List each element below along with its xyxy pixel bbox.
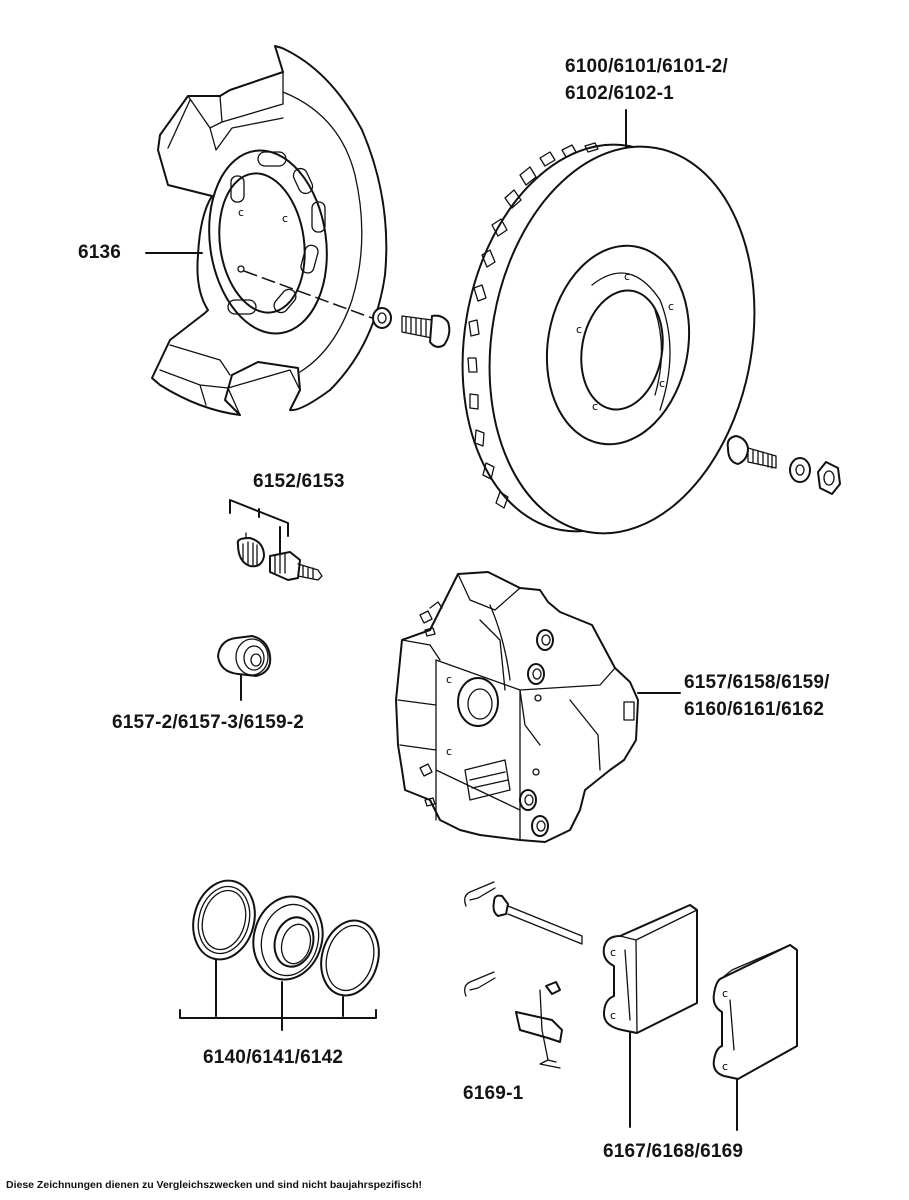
label-pad-retaining-spring: 6169-1 <box>463 1083 524 1104</box>
label-brake-caliper-line2: 6160/6161/6162 <box>684 699 825 720</box>
svg-text:c: c <box>610 946 616 959</box>
svg-text:c: c <box>722 1060 728 1073</box>
label-bleeder-valve: 6152/6153 <box>253 471 345 492</box>
label-brake-disc-line2: 6102/6102-1 <box>565 83 674 104</box>
shield-bolt-drawing <box>372 307 451 348</box>
caliper-bushing-drawing <box>217 635 272 701</box>
label-caliper-bushing: 6157-2/6157-3/6159-2 <box>112 712 305 733</box>
svg-text:c: c <box>446 745 452 758</box>
label-brake-disc-line1: 6100/6101/6101-2/ <box>565 56 728 77</box>
dust-shield-drawing: c c <box>145 45 388 416</box>
label-6136: 6136 <box>78 242 122 263</box>
brake-caliper-drawing: c c <box>395 571 681 843</box>
svg-text:c: c <box>576 323 582 336</box>
label-caliper-seal-kit: 6140/6141/6142 <box>203 1047 344 1068</box>
svg-text:c: c <box>282 212 288 225</box>
svg-text:c: c <box>624 270 630 283</box>
svg-text:c: c <box>722 987 728 1000</box>
svg-text:c: c <box>238 206 244 219</box>
caliper-seal-kit-drawing <box>179 879 380 1031</box>
disc-bolt-nut-drawing <box>726 435 841 495</box>
svg-text:c: c <box>610 1009 616 1022</box>
svg-text:c: c <box>668 300 674 313</box>
svg-text:c: c <box>659 377 665 390</box>
label-brake-caliper-line1: 6157/6158/6159/ <box>684 672 830 693</box>
svg-text:c: c <box>592 400 598 413</box>
brake-pads-drawing: c c c c <box>602 904 798 1131</box>
label-brake-pads: 6167/6168/6169 <box>603 1141 744 1162</box>
bleeder-valve-drawing <box>229 499 323 581</box>
svg-text:c: c <box>446 673 452 686</box>
pad-retaining-spring-drawing <box>464 881 583 1069</box>
footer-disclaimer: Diese Zeichnungen dienen zu Vergleichszw… <box>6 1179 423 1191</box>
brake-disc-drawing: c c c c c <box>461 109 756 535</box>
